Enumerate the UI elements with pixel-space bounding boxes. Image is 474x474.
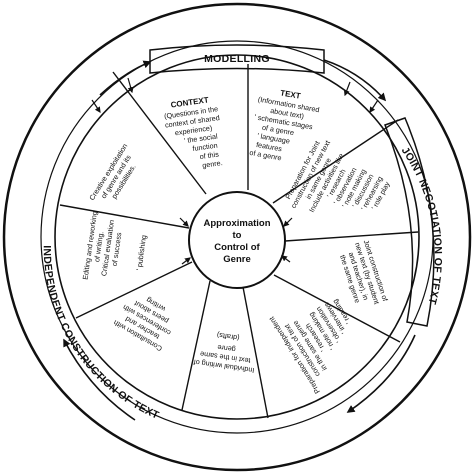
modelling-label: MODELLING [204,53,270,65]
center-arrow-2 [283,217,293,227]
cycle-arrow-top-left [99,60,152,96]
editing-line: ' publishing [134,234,148,271]
individual-writing-line: (drafts) [216,331,240,343]
inward-arrow-2 [127,77,134,94]
segment-context: CONTEXT (Questions in the context of sha… [164,95,224,170]
inward-arrow-1 [91,99,101,113]
segment-consultation: Consultation with teacher and conference… [112,295,173,353]
editing-line: of writing. [92,231,105,263]
joint-negotiation-box [384,117,435,327]
segment-exploitation: Creative exploitation of genre and its p… [87,142,137,202]
context-line: genre. [202,158,223,170]
individual-writing-line: genre [217,343,236,354]
context-line: of this [199,149,220,161]
segment-joint-construction: Joint construction of new text (by stude… [338,239,390,306]
center-line-4: Genre [223,254,250,265]
cycle-arrow-bottom-left [63,338,136,421]
cycle-arrow-top-right [323,59,387,102]
segment-editing: Editing and reworking of writing. Critic… [81,211,149,281]
context-line: function [192,141,218,153]
center-line-3: Control of [214,242,260,253]
center-arrow-1 [179,217,189,227]
inward-arrow-4 [369,99,379,113]
segment-joint-preparation: Preparation for Joint construction of ne… [283,139,392,214]
center-circle [188,191,286,289]
inner-ring-border [54,54,420,420]
text-title: TEXT [280,88,302,100]
spokes [59,64,419,419]
modelling-box [149,44,325,74]
center-line-2: to [233,230,242,241]
segment-individual-writing: Individual writing of text in the same g… [193,331,255,375]
center-line-1: Approximation [203,218,270,229]
center-arrow-3 [281,255,291,263]
inward-arrow-3 [343,81,351,97]
center-arrow-4 [181,257,191,265]
cycle-arrow-bottom-right [346,334,416,413]
